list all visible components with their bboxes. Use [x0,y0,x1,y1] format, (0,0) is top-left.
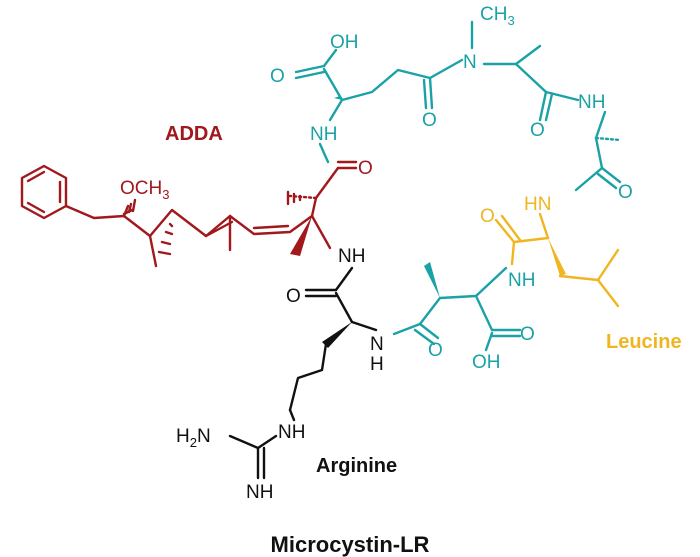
atom-n-arg: N [370,334,384,355]
atom-och3: OCH3 [120,178,169,202]
arginine-wedge [322,322,352,348]
label-adda: ADDA [165,123,223,145]
adda-atom-labels: OCH3 O [120,158,373,202]
atom-nh-masp: NH [508,270,535,291]
atom-n-mdha: N [463,52,477,73]
atom-ch3-n: CH3 [480,4,515,28]
wedge-glu [334,96,342,100]
atom-nh-guan: NH [278,422,305,443]
atom-o-mdha2: O [530,120,545,141]
atom-nh-ala: NH [578,92,605,113]
atom-o-glu: O [270,66,285,87]
peptide-ring-bonds [294,20,622,352]
atom-nh-imine: NH [246,482,273,503]
adda-wedge [290,216,312,256]
leucine-atom-labels: HN O [480,194,551,227]
label-leucine: Leucine [606,331,682,353]
atom-o-ala: O [618,182,633,203]
atom-o-adda: O [358,158,373,179]
atom-oh-masp: OH [472,352,501,373]
atom-o-arg: O [286,286,301,307]
leucine-wedge [548,238,566,276]
methyl-wedge [424,262,440,298]
atom-hn-leu: HN [524,194,551,215]
adda-hash-bonds [122,190,302,256]
atom-o-masp: O [428,340,443,361]
atom-h2n: H2N [176,426,211,450]
arginine-bonds [228,266,378,480]
arginine-atom-labels: NH O N H NH H2N NH [176,246,384,503]
atom-o-masp-cooh: O [520,324,535,345]
leucine-bonds [494,212,620,308]
peptide-atom-labels: OH O NH O N CH3 O NH O NH O O OH [270,4,633,373]
atom-o-mdha: O [422,110,437,131]
atom-oh-glu: OH [330,32,359,53]
label-arginine: Arginine [316,455,397,477]
atom-nh-glu: NH [310,124,337,145]
adda-bonds [20,160,358,268]
atom-h-arg: H [370,354,384,375]
atom-o-leu: O [480,206,495,227]
atom-nh-adda: NH [338,246,365,267]
page-title: Microcystin-LR [271,532,430,557]
